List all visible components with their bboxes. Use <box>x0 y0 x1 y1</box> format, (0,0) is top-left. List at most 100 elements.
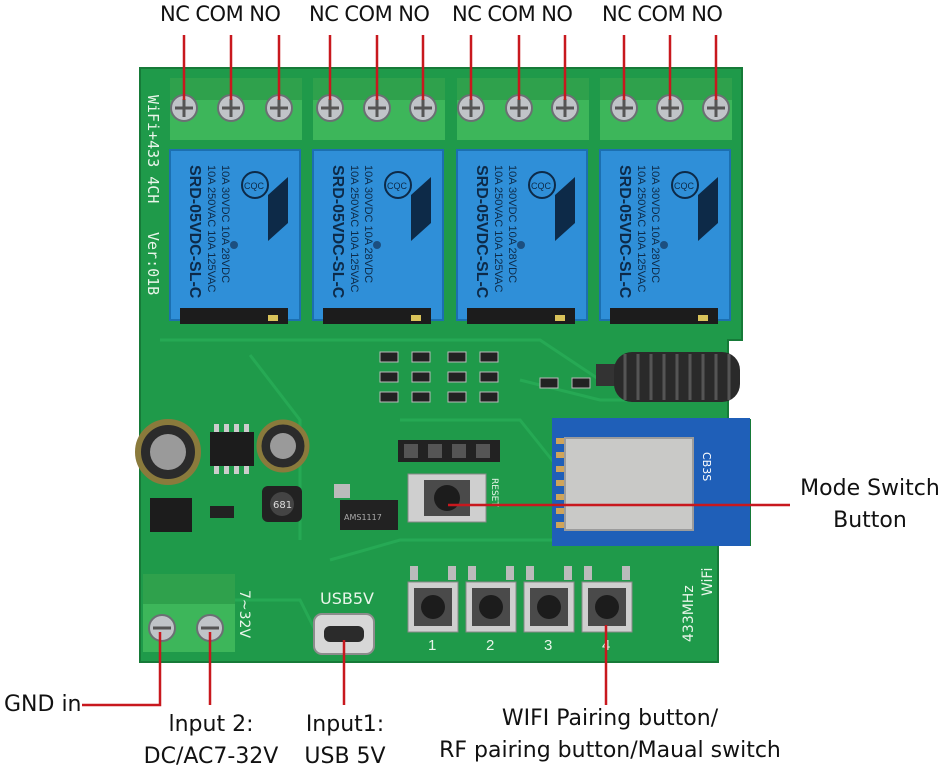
terminal-label-nc: NC <box>160 2 190 26</box>
relay-cert: CQC <box>387 181 408 191</box>
terminal-label-com: COM <box>195 2 244 26</box>
terminal-label-com: COM <box>487 2 536 26</box>
silk-rf: 433MHz <box>681 585 697 642</box>
cqc-icon: CQC <box>241 171 269 199</box>
relay-rating-1: 10A 250VAC 10A 125VAC <box>635 165 647 292</box>
silk-voltage: 7~32V <box>236 590 252 638</box>
mode-switch-callout: Mode Switch Button <box>795 476 945 534</box>
relay-rating-2: 10A 30VDC 10A 28VDC <box>506 165 518 283</box>
rf-antenna-coil <box>596 352 740 402</box>
relay-model: SRD-05VDC-SL-C <box>329 165 346 299</box>
terminal-label-com: COM <box>637 2 686 26</box>
relay-model: SRD-05VDC-SL-C <box>186 165 203 299</box>
callout-leaders <box>82 503 790 707</box>
cqc-icon: CQC <box>671 171 699 199</box>
mode-switch-line2: Button <box>833 508 907 533</box>
brand-logo-icon <box>411 177 431 241</box>
pairing-callout: WIFI Pairing button/ RF pairing button/M… <box>425 706 795 764</box>
terminal-label-com: COM <box>344 2 393 26</box>
gnd-callout: GND in <box>4 692 82 717</box>
brand-logo-icon <box>268 177 288 241</box>
relay-cert: CQC <box>674 181 695 191</box>
relay-led <box>411 315 421 321</box>
screw-nc[interactable] <box>170 94 198 122</box>
relay-model: SRD-05VDC-SL-C <box>473 165 490 299</box>
relay-rating-2: 10A 30VDC 10A 28VDC <box>219 165 231 283</box>
relay-led <box>268 315 278 321</box>
screw-nc[interactable] <box>610 94 638 122</box>
terminal-block-top <box>457 78 589 100</box>
input2-line2: DC/AC7-32V <box>143 744 279 769</box>
relay-rating-1: 10A 250VAC 10A 125VAC <box>205 165 217 292</box>
input2-line1: lnput 2: <box>168 712 254 737</box>
relay-rating-2: 10A 30VDC 10A 28VDC <box>649 165 661 283</box>
terminal-label-nc: NC <box>309 2 339 26</box>
screw-com[interactable] <box>217 94 245 122</box>
button-number: 2 <box>486 637 494 654</box>
module-label: CB3S <box>700 452 713 481</box>
brand-logo-icon <box>698 177 718 241</box>
relay-rating-2: 10A 30VDC 10A 28VDC <box>362 165 374 283</box>
pairing-button-1[interactable]: 1 <box>407 566 459 654</box>
silk-version: Ver:01B <box>144 232 162 295</box>
terminal-block-top <box>313 78 445 100</box>
inductor: 681 <box>262 486 302 522</box>
bridge-rectifier <box>150 498 234 532</box>
power-terminal <box>143 574 235 652</box>
terminal-block-top <box>170 78 302 100</box>
input1-line1: Input1: <box>305 712 385 737</box>
input1-callout: Input1: USB 5V <box>290 712 400 770</box>
cqc-icon: CQC <box>528 171 556 199</box>
mode-switch-button[interactable] <box>407 473 487 523</box>
mode-switch-line1: Mode Switch <box>800 476 940 501</box>
relay-model: SRD-05VDC-SL-C <box>616 165 633 299</box>
brand-logo-icon <box>555 177 575 241</box>
relay-indicator-dot <box>373 241 381 249</box>
terminal-leaders <box>182 35 718 100</box>
header-pins <box>398 440 500 462</box>
wifi-module: CB3S <box>552 418 750 546</box>
pairing-line2: RF pairing button/Maual switch <box>439 738 781 763</box>
relay-cert: CQC <box>244 181 265 191</box>
inductor-label: 681 <box>273 500 292 511</box>
button-number: 3 <box>544 637 552 654</box>
driver-ic <box>210 424 254 474</box>
terminal-label-no: NO <box>541 2 573 26</box>
terminal-block-top <box>600 78 732 100</box>
screw-nc[interactable] <box>457 94 485 122</box>
relay-led <box>698 315 708 321</box>
relay-body <box>312 149 444 321</box>
terminal-label-nc: NC <box>452 2 482 26</box>
terminal-label-nc: NC <box>602 2 632 26</box>
silk-wifi: WiFi <box>700 568 716 596</box>
silk-usb: USB5V <box>320 589 374 608</box>
silk-title: WiFi+433 4CH <box>144 95 162 203</box>
cqc-icon: CQC <box>384 171 412 199</box>
silk-reset: RESET <box>489 478 499 507</box>
usb-c-port[interactable] <box>313 613 375 655</box>
relay-led <box>555 315 565 321</box>
button-number: 1 <box>428 637 436 654</box>
capacitor-1 <box>135 419 201 485</box>
smd-resistor-array <box>379 351 591 403</box>
relay-body <box>169 149 301 321</box>
voltage-regulator: AMS1117 <box>334 484 398 530</box>
pairing-button-3[interactable]: 3 <box>523 566 575 654</box>
screw-com[interactable] <box>656 94 684 122</box>
input2-callout: lnput 2: DC/AC7-32V <box>136 712 286 770</box>
pairing-line1: WIFI Pairing button/ <box>501 706 719 731</box>
capacitor-2 <box>256 419 310 473</box>
screw-no[interactable] <box>265 94 293 122</box>
terminal-label-no: NO <box>398 2 430 26</box>
pairing-button-2[interactable]: 2 <box>465 566 517 654</box>
relay-rating-1: 10A 250VAC 10A 125VAC <box>492 165 504 292</box>
